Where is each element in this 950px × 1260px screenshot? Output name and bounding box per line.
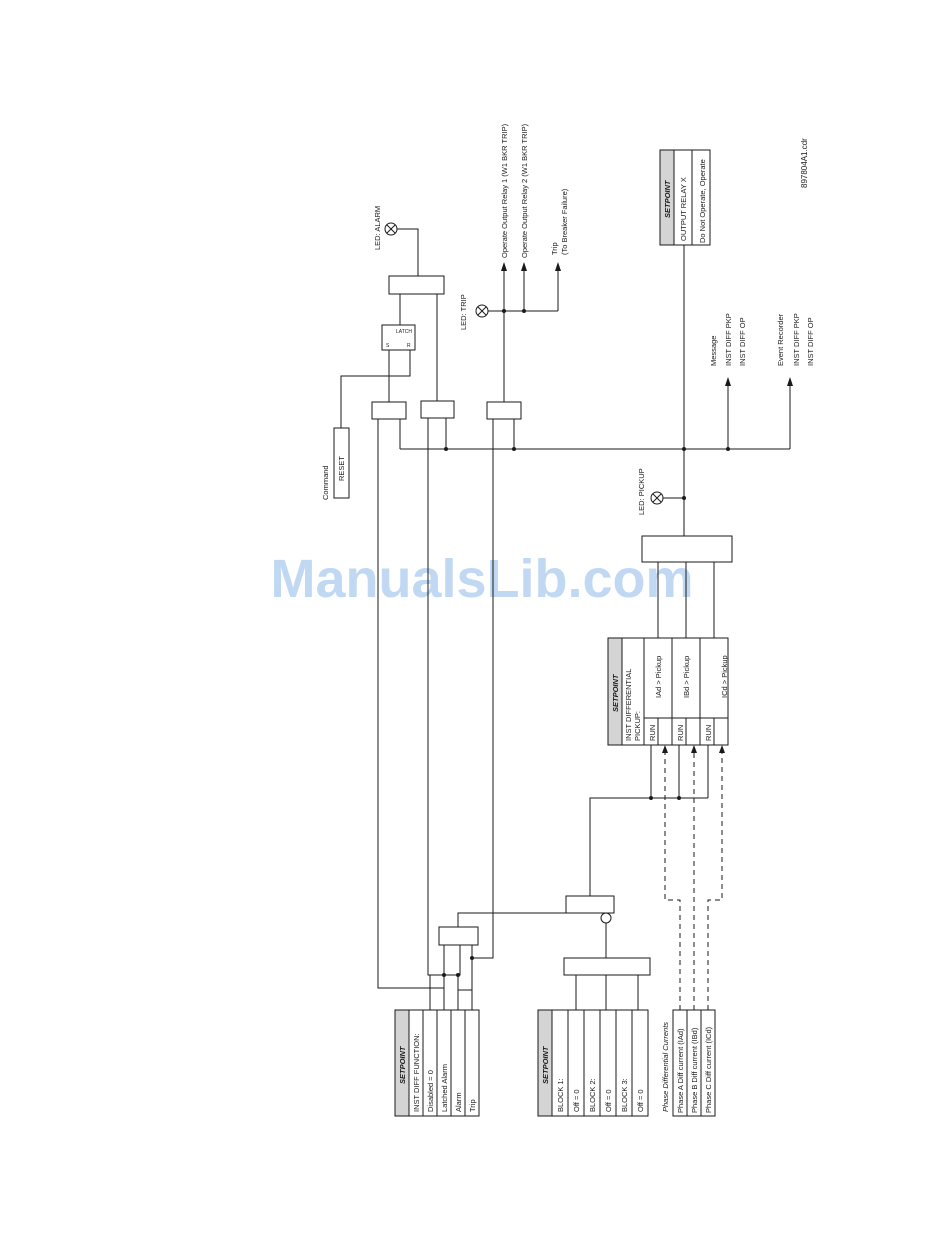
relay-title: OUTPUT RELAY X — [679, 177, 688, 241]
run-label-b: RUN — [676, 725, 685, 741]
pickup-condition-c: ICd > Pickup — [720, 655, 729, 698]
diff-current-c: Phase C Diff current (ICd) — [704, 1026, 713, 1113]
or-gate-block — [563, 957, 651, 976]
setpoint-header: SETPOINT — [541, 1045, 550, 1084]
message-block: Message INST DIFF PKP INST DIFF OP — [709, 313, 747, 366]
block-item: BLOCK 1: — [556, 1078, 565, 1112]
block-item: BLOCK 2: — [588, 1078, 597, 1112]
and-gate-enable — [565, 895, 615, 914]
and-gate-function — [438, 926, 479, 946]
setpoint-header: SETPOINT — [611, 673, 620, 712]
block-item: Off = 0 — [604, 1089, 613, 1112]
led-alarm-label: LED: ALARM — [373, 206, 382, 250]
inverter-bubble — [600, 912, 612, 924]
function-option-disabled: Disabled = 0 — [426, 1070, 435, 1112]
led-pickup-label: LED: PICKUP — [637, 468, 646, 515]
logic-gates: LATCH S R — [371, 275, 733, 976]
pickup-condition-b: IBd > Pickup — [682, 656, 691, 698]
pickup-condition-a: IAd > Pickup — [654, 656, 663, 698]
led-trip: LED: TRIP — [459, 294, 489, 330]
run-label-c: RUN — [704, 725, 713, 741]
pickup-title-line2: PICKUP: — [633, 711, 642, 741]
block-item: BLOCK 3: — [620, 1078, 629, 1112]
function-option-trip: Trip — [468, 1099, 477, 1112]
event-line-op: INST DIFF OP — [806, 317, 815, 366]
setpoint-function-block: SETPOINT INST DIFF FUNCTION: Disabled = … — [394, 1009, 480, 1117]
setpoint-pickup-block: SETPOINT INST DIFFERENTIAL PICKUP: RUN R… — [607, 637, 729, 746]
trip-label: Trip — [550, 242, 559, 255]
setpoint-block-block: SETPOINT BLOCK 1: Off = 0 BLOCK 2: Off =… — [537, 1009, 649, 1117]
command-label: Command — [321, 465, 330, 500]
function-option-latched-alarm: Latched Alarm — [440, 1064, 449, 1112]
event-line-pkp: INST DIFF PKP — [792, 313, 801, 366]
function-title: INST DIFF FUNCTION: — [412, 1033, 421, 1112]
trip-sub-label: (To Breaker Failure) — [560, 188, 569, 255]
pickup-title-line1: INST DIFFERENTIAL — [624, 669, 633, 741]
setpoint-header: SETPOINT — [398, 1045, 407, 1084]
latch-r: R — [407, 343, 411, 349]
and-gate-alarm — [420, 400, 455, 419]
and-gate-trip — [486, 401, 522, 420]
diff-currents-block: Phase Differential Currents Phase A Diff… — [661, 1009, 716, 1117]
message-line-op: INST DIFF OP — [738, 317, 747, 366]
reset-label: RESET — [337, 456, 346, 481]
run-label-a: RUN — [648, 725, 657, 741]
latch-box — [381, 324, 416, 351]
function-option-alarm: Alarm — [454, 1092, 463, 1112]
diff-currents-title: Phase Differential Currents — [661, 1022, 670, 1112]
junctions — [442, 309, 730, 977]
setpoint-relay-block: SETPOINT OUTPUT RELAY X Do Not Operate, … — [659, 149, 711, 246]
or-gate-pickup — [641, 535, 733, 563]
relay2-label: Operate Output Relay 2 (W1 BKR TRIP) — [520, 123, 529, 258]
or-gate-alarm — [388, 275, 445, 295]
and-gate-latched — [371, 401, 407, 420]
output-labels: Operate Output Relay 1 (W1 BKR TRIP) Ope… — [500, 123, 569, 258]
diff-current-a: Phase A Diff current (IAd) — [676, 1028, 685, 1113]
relay-option: Do Not Operate, Operate — [698, 159, 707, 243]
figure-id: 897804A1.cdr — [800, 138, 809, 188]
event-title: Event Recorder — [776, 313, 785, 366]
message-line-pkp: INST DIFF PKP — [724, 313, 733, 366]
block-item: Off = 0 — [572, 1089, 581, 1112]
wires — [340, 228, 793, 1010]
watermark: ManualsLib.com — [270, 549, 693, 609]
latch-title: LATCH — [396, 329, 412, 335]
setpoint-header: SETPOINT — [663, 179, 672, 218]
command-reset-block: Command RESET — [321, 427, 350, 500]
led-trip-label: LED: TRIP — [459, 294, 468, 330]
led-pickup: LED: PICKUP — [637, 468, 664, 515]
latch-s: S — [386, 343, 390, 349]
message-title: Message — [709, 336, 718, 366]
diff-current-b: Phase B Diff current (IBd) — [690, 1027, 699, 1113]
event-block: Event Recorder INST DIFF PKP INST DIFF O… — [776, 313, 815, 366]
led-alarm: LED: ALARM — [373, 206, 398, 250]
relay1-label: Operate Output Relay 1 (W1 BKR TRIP) — [500, 123, 509, 258]
block-item: Off = 0 — [636, 1089, 645, 1112]
